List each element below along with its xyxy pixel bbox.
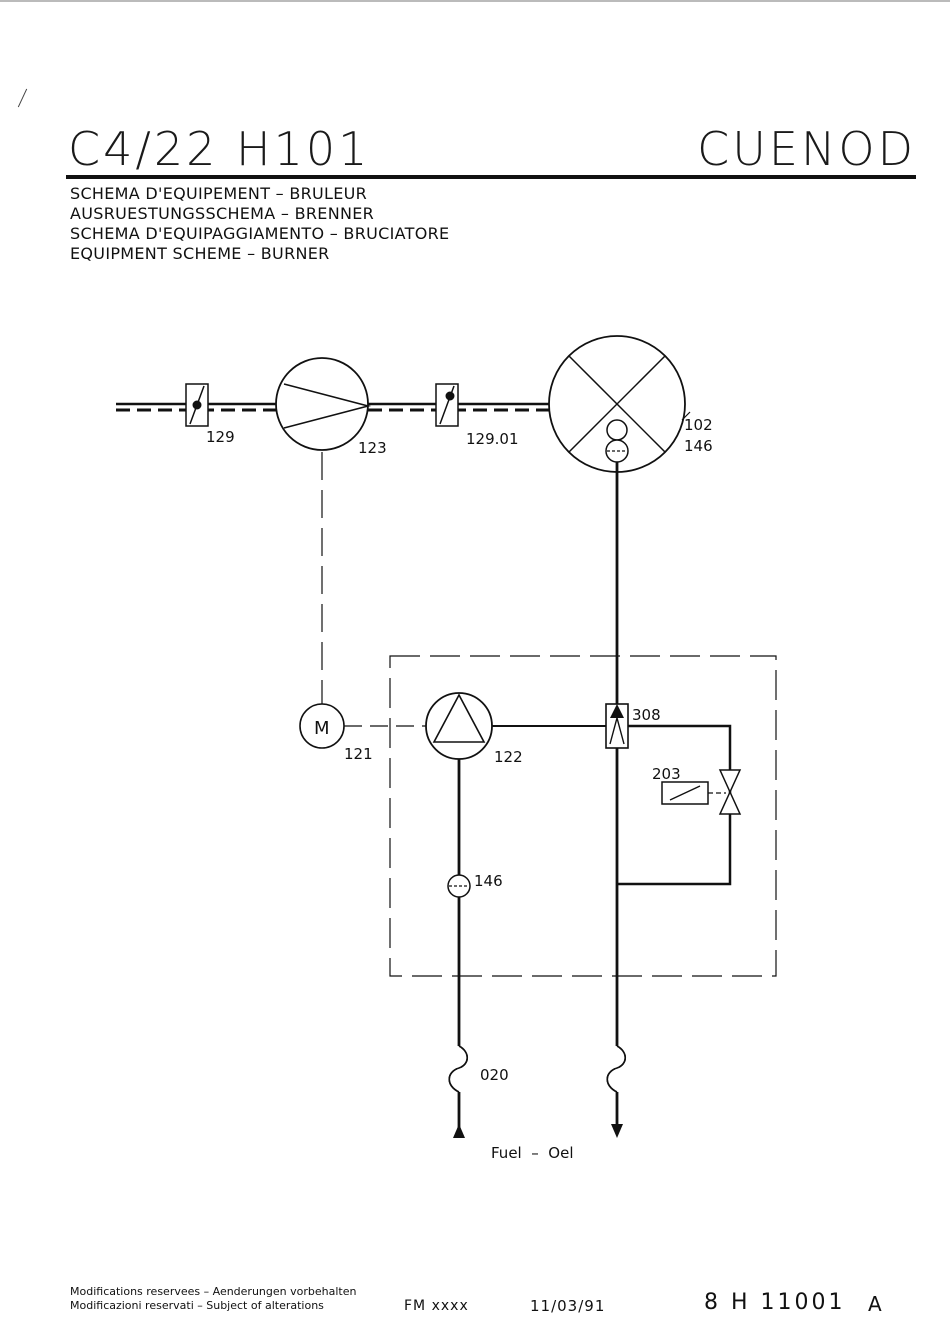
label-122: 122 xyxy=(494,748,523,766)
motor-121 xyxy=(299,703,426,749)
label-146-filter: 146 xyxy=(474,872,503,890)
subtitle-de: AUSRUESTUNGSSCHEMA – BRENNER xyxy=(70,204,375,223)
subtitle-it: SCHEMA D'EQUIPAGGIAMENTO – BRUCIATORE xyxy=(70,224,450,243)
model-title: C4/22 H101 xyxy=(68,122,371,176)
solenoid-valve-203 xyxy=(661,769,742,815)
footer-fm: FM xxxx xyxy=(404,1298,469,1314)
motor-symbol: M xyxy=(314,718,330,739)
label-121: 121 xyxy=(344,745,373,763)
label-123: 123 xyxy=(358,439,387,457)
return-arrow xyxy=(611,1124,623,1138)
footer-date: 11/03/91 xyxy=(530,1297,606,1315)
footer-note-1: Modifications reservees – Aenderungen vo… xyxy=(70,1285,357,1298)
pressure-valve-308 xyxy=(605,703,629,749)
fuel-label: Fuel – Oel xyxy=(491,1144,574,1162)
label-102: 102 xyxy=(684,416,713,434)
fan-123 xyxy=(275,357,372,451)
label-308: 308 xyxy=(632,706,661,724)
subtitle-fr: SCHEMA D'EQUIPEMENT – BRULEUR xyxy=(70,184,368,203)
document-number: 8 H 11001 xyxy=(704,1290,846,1315)
footer-notes: Modifications reservees – Aenderungen vo… xyxy=(70,1285,356,1313)
supply-arrow xyxy=(453,1124,465,1138)
footer-note-2: Modificazioni reservati – Subject of alt… xyxy=(70,1299,324,1312)
brand-title: CUENOD xyxy=(697,122,916,176)
label-203: 203 xyxy=(652,765,681,783)
pump-unit-boundary xyxy=(389,655,777,977)
subtitle-en: EQUIPMENT SCHEME – BURNER xyxy=(70,244,330,263)
flexible-hoses-020 xyxy=(448,1045,627,1093)
revision-letter: A xyxy=(868,1292,882,1316)
pump-122 xyxy=(425,692,493,760)
subtitle-block: SCHEMA D'EQUIPEMENT – BRULEUR AUSRUESTUN… xyxy=(70,184,449,264)
label-129-01: 129.01 xyxy=(466,430,519,448)
label-129: 129 xyxy=(206,428,235,446)
oil-filter-146 xyxy=(447,874,471,898)
label-146-nozzle: 146 xyxy=(684,437,713,455)
air-damper-129-01 xyxy=(435,383,459,427)
burner-head-102 xyxy=(548,335,691,473)
title-rule xyxy=(66,175,916,179)
scan-top-edge xyxy=(0,0,950,2)
air-damper-129 xyxy=(185,383,209,427)
label-020: 020 xyxy=(480,1066,509,1084)
